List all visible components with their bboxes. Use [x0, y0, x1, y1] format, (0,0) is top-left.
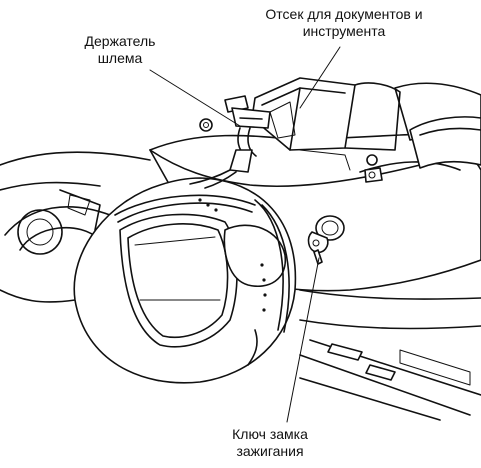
label-line: Ключ замка [205, 426, 335, 443]
label-document-tool-compartment: Отсек для документов и инструмента [228, 6, 460, 40]
label-helmet-holder: Держатель шлема [50, 33, 190, 67]
leader-helmet-holder [150, 70, 240, 126]
label-ignition-key: Ключ замка зажигания [205, 426, 335, 460]
label-line: шлема [50, 50, 190, 67]
label-line: инструмента [228, 23, 460, 40]
label-line: Держатель [50, 33, 190, 50]
label-line: зажигания [205, 443, 335, 460]
label-line: Отсек для документов и [228, 6, 460, 23]
helmet [74, 170, 295, 383]
